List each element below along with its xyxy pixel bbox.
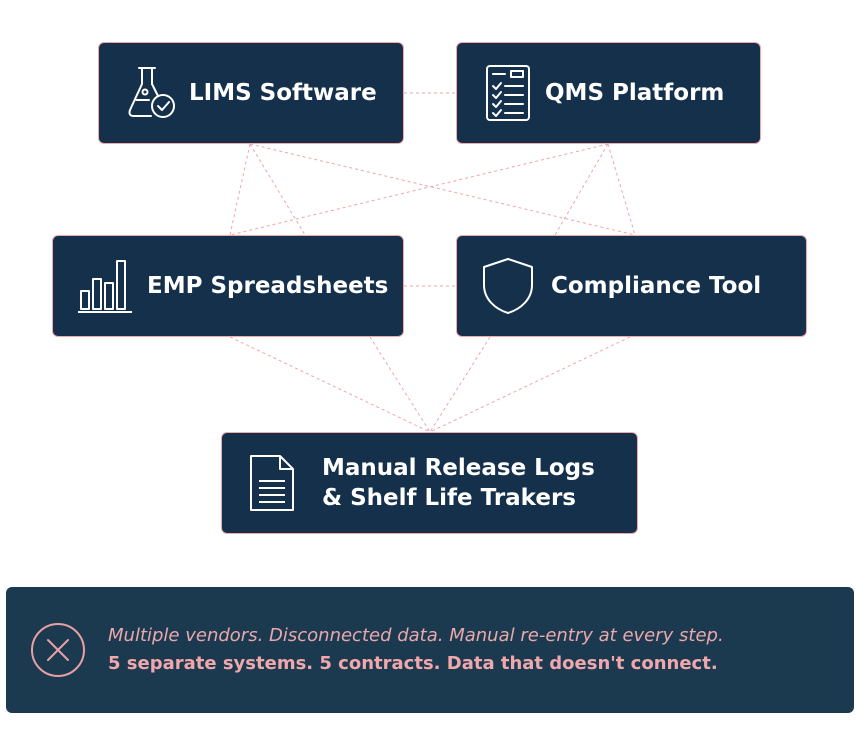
manual-release-logs-line1: Manual Release Logs	[322, 455, 595, 481]
connector-lims-compliance	[249, 143, 636, 236]
qms-platform-node: QMS Platform	[456, 42, 761, 144]
connector-emp-manual	[229, 336, 431, 433]
close-circle-icon	[30, 622, 86, 678]
flask-check-icon	[127, 64, 177, 122]
manual-release-logs-label: Manual Release Logs & Shelf Life Trakers	[322, 453, 595, 513]
summary-banner: Multiple vendors. Disconnected data. Man…	[6, 587, 854, 713]
compliance-tool-node: Compliance Tool	[456, 235, 807, 337]
summary-line-systems: 5 separate systems. 5 contracts. Data th…	[108, 653, 718, 674]
system-diagram: LIMS Software QMS Platform	[52, 42, 807, 534]
bar-chart-icon	[77, 257, 133, 315]
lims-software-label: LIMS Software	[189, 80, 377, 106]
connector-lims-emp	[229, 143, 251, 236]
emp-spreadsheets-node: EMP Spreadsheets	[52, 235, 404, 337]
shield-icon	[481, 257, 535, 315]
document-icon	[248, 453, 296, 513]
connector-qms-compliance-2	[607, 143, 636, 236]
connector-compliance-manual	[429, 336, 631, 433]
checklist-icon	[485, 64, 531, 122]
summary-text: Multiple vendors. Disconnected data. Man…	[108, 622, 724, 678]
manual-release-logs-node: Manual Release Logs & Shelf Life Trakers	[221, 432, 638, 534]
connector-qms-compliance	[554, 143, 609, 236]
connector-qms-emp	[229, 143, 609, 236]
manual-release-logs-line2: & Shelf Life Trakers	[322, 485, 576, 511]
connector-emp-manual-2	[369, 336, 431, 433]
lims-software-node: LIMS Software	[98, 42, 404, 144]
connector-compliance-manual-2	[429, 336, 491, 433]
summary-line-vendors: Multiple vendors. Disconnected data. Man…	[108, 625, 724, 646]
emp-spreadsheets-label: EMP Spreadsheets	[147, 273, 389, 299]
compliance-tool-label: Compliance Tool	[551, 273, 762, 299]
qms-platform-label: QMS Platform	[545, 80, 725, 106]
connector-lims-emp-2	[249, 143, 306, 236]
